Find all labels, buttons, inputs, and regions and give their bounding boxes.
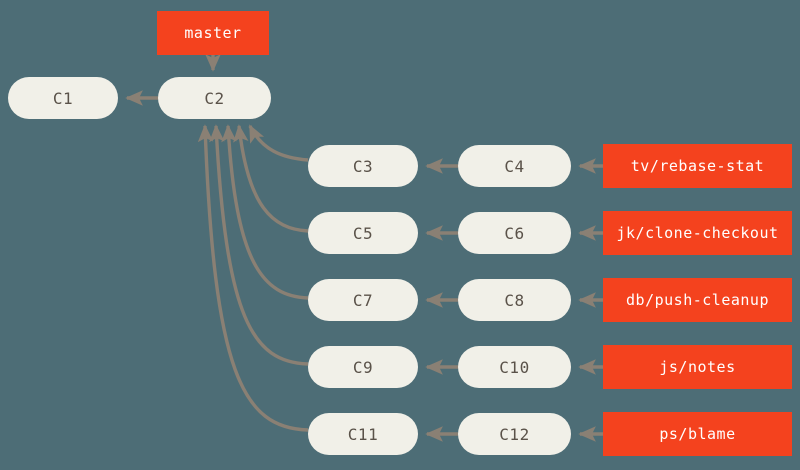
branch-label-tv-rebase-stat[interactable]: tv/rebase-stat — [603, 144, 792, 188]
branch-label-db-push-cleanup[interactable]: db/push-cleanup — [603, 278, 792, 322]
edge-c9-to-c2 — [209, 124, 309, 366]
branch-label-ps-blame[interactable]: ps/blame — [603, 412, 792, 456]
branch-label-jk-clone-checkout[interactable]: jk/clone-checkout — [603, 211, 792, 255]
commit-node-c11[interactable]: C11 — [308, 413, 418, 455]
commit-node-c4[interactable]: C4 — [458, 145, 571, 187]
commit-node-c6[interactable]: C6 — [458, 212, 571, 254]
commit-node-c2[interactable]: C2 — [158, 77, 271, 119]
edge-c11-to-c2 — [197, 124, 309, 432]
commit-node-c1[interactable]: C1 — [8, 77, 118, 119]
branch-label-master[interactable]: master — [157, 11, 269, 55]
edge-c3-to-c2 — [248, 124, 309, 162]
commit-node-c8[interactable]: C8 — [458, 279, 571, 321]
commit-node-c3[interactable]: C3 — [308, 145, 418, 187]
branch-label-js-notes[interactable]: js/notes — [603, 345, 792, 389]
edge-c7-to-c2 — [221, 124, 309, 300]
commit-node-c10[interactable]: C10 — [458, 346, 571, 388]
commit-node-c7[interactable]: C7 — [308, 279, 418, 321]
commit-node-c12[interactable]: C12 — [458, 413, 571, 455]
commit-node-c9[interactable]: C9 — [308, 346, 418, 388]
edge-c5-to-c2 — [233, 124, 309, 233]
commit-node-c5[interactable]: C5 — [308, 212, 418, 254]
